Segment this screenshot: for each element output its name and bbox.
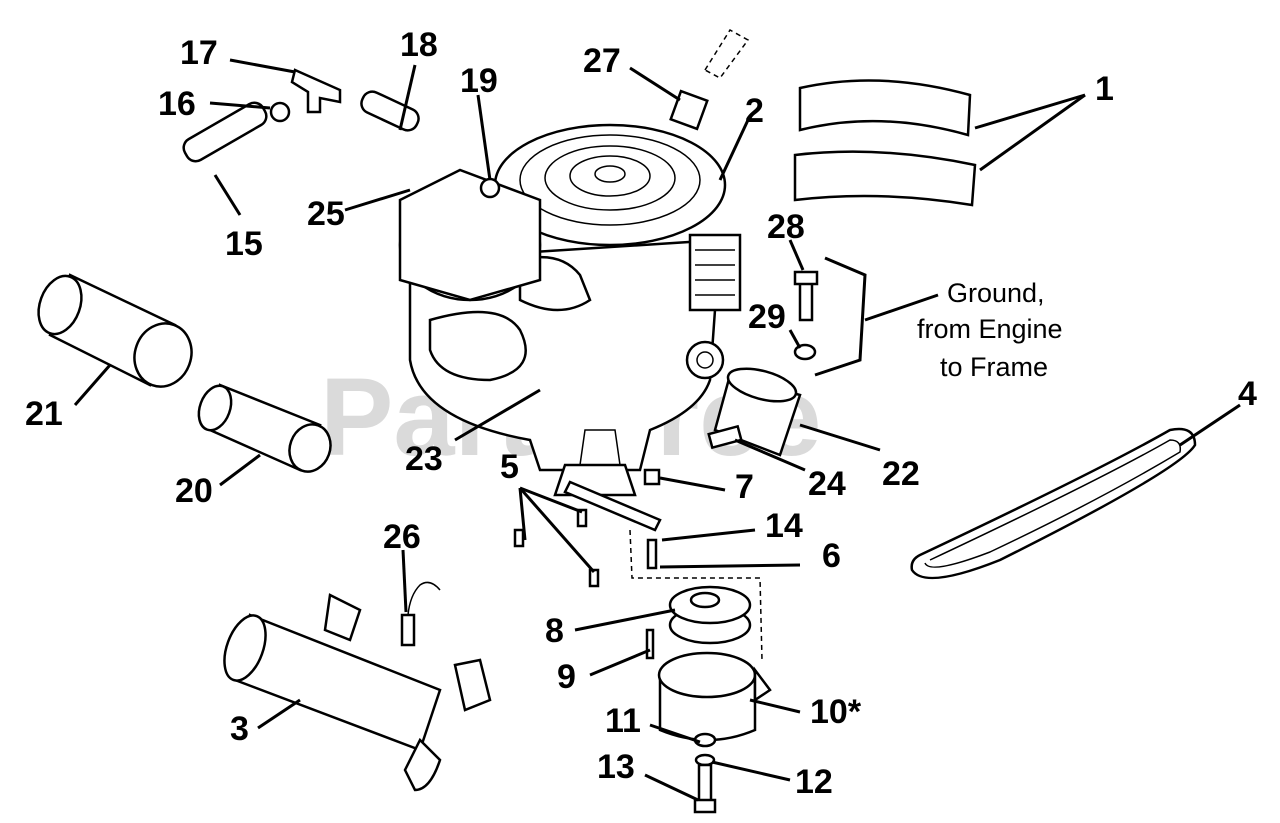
callout-10: 10* <box>810 693 862 731</box>
screw-5a <box>576 508 588 528</box>
fuel-line-18 <box>360 90 420 132</box>
callout-25: 25 <box>307 195 345 233</box>
callout-29: 29 <box>748 298 786 336</box>
muffler-3 <box>223 593 492 792</box>
callout-28: 28 <box>767 208 805 246</box>
callout-6: 6 <box>822 537 841 575</box>
callout-17: 17 <box>180 34 218 72</box>
callout-27: 27 <box>583 42 621 80</box>
ground-washer-29 <box>793 343 817 361</box>
washer-12 <box>694 753 716 767</box>
callout-7: 7 <box>735 468 754 506</box>
callout-11: 11 <box>605 702 641 740</box>
mount-dash-line <box>629 529 763 661</box>
callout-12: 12 <box>795 763 833 801</box>
callout-19: 19 <box>460 62 498 100</box>
pulley-8 <box>668 585 752 645</box>
callout-26: 26 <box>383 518 421 556</box>
drive-belt <box>910 427 1197 580</box>
ground-bolt-28 <box>793 270 819 322</box>
note-line-2: from Engine <box>917 314 1063 344</box>
ground-bracket-line <box>814 256 867 377</box>
callout-14: 14 <box>765 507 803 545</box>
callout-2: 2 <box>745 92 764 130</box>
sensor-switch <box>669 28 750 131</box>
sleeve-20 <box>197 383 332 473</box>
sensor-26 <box>400 581 441 647</box>
fuel-tee-17 <box>290 68 342 114</box>
engine-bracket-14 <box>563 480 662 532</box>
callout-1: 1 <box>1095 70 1114 108</box>
screw-5b <box>513 528 525 548</box>
note-line-3: to Frame <box>940 352 1048 382</box>
callout-3: 3 <box>230 710 249 748</box>
nut-7 <box>643 468 661 486</box>
callout-16: 16 <box>158 85 196 123</box>
foam-filter-top <box>798 79 972 137</box>
leader-lines <box>73 58 1241 802</box>
callout-9: 9 <box>557 658 576 696</box>
bolt-13 <box>693 763 717 814</box>
callout-8: 8 <box>545 612 564 650</box>
hose-clamp-16 <box>269 101 291 123</box>
callout-24: 24 <box>808 465 846 503</box>
callout-23: 23 <box>405 440 443 478</box>
bolt-6 <box>646 538 658 570</box>
foam-filter-bottom <box>793 150 977 207</box>
callout-22: 22 <box>882 455 920 493</box>
callout-5: 5 <box>500 448 519 486</box>
screw-5c <box>588 568 600 588</box>
callout-18: 18 <box>400 26 438 64</box>
callout-21: 21 <box>25 395 63 433</box>
clutch-10 <box>657 651 772 742</box>
callout-13: 13 <box>597 748 635 786</box>
callout-20: 20 <box>175 472 213 510</box>
note-line-1: Ground, <box>947 278 1045 308</box>
callout-15: 15 <box>225 225 263 263</box>
drain-plug <box>707 424 743 450</box>
fuel-hose-15 <box>182 101 268 163</box>
callout-4: 4 <box>1238 375 1257 413</box>
key-9 <box>645 628 655 660</box>
sleeve-21 <box>37 273 193 388</box>
air-cleaner-housing <box>398 168 542 302</box>
